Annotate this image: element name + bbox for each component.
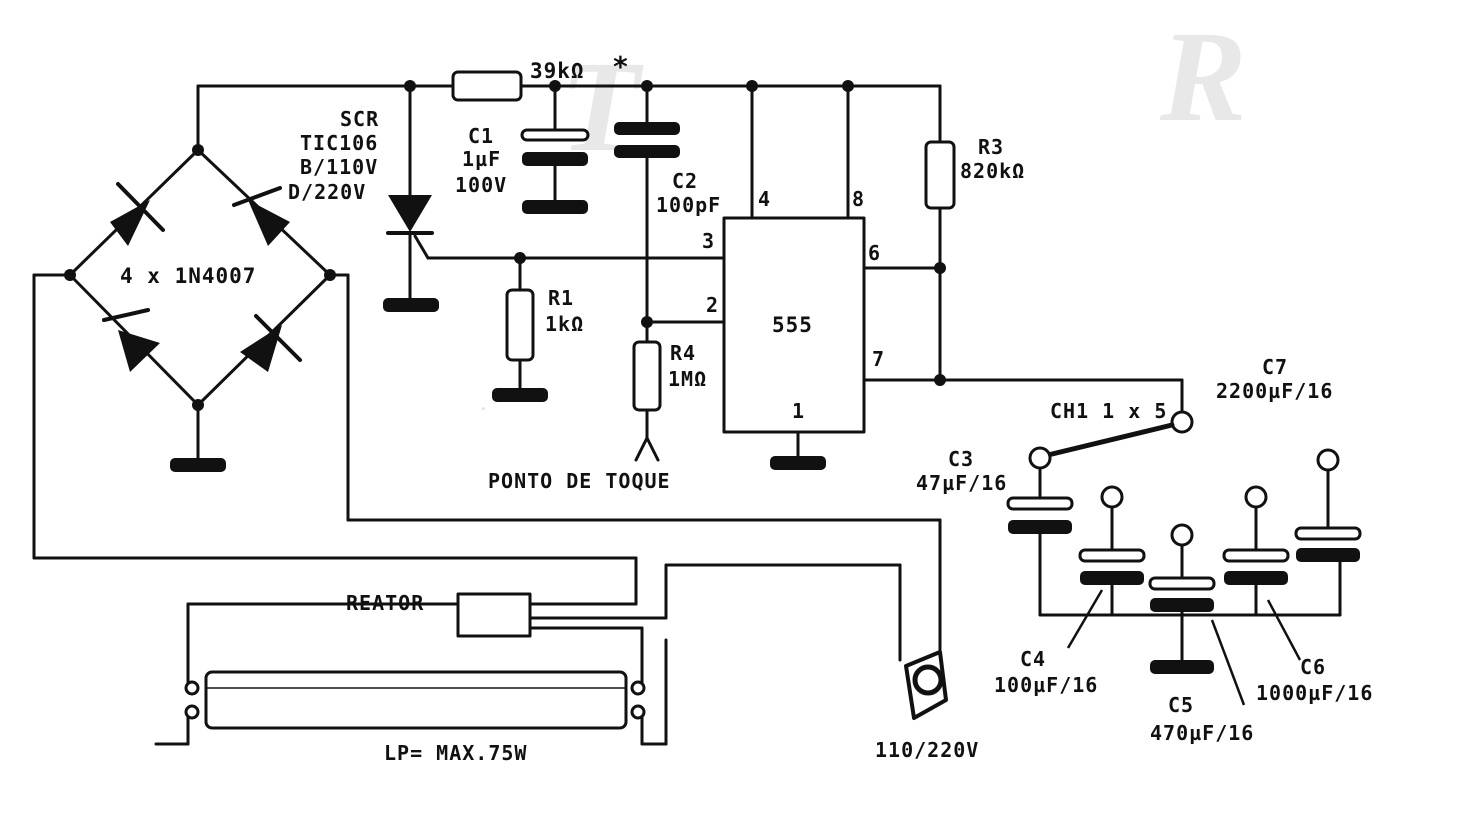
capacitor-c1 — [520, 84, 590, 214]
fluorescent-lamp — [184, 670, 646, 730]
r1-name: R1 — [548, 286, 574, 310]
scr-label-1: SCR — [340, 107, 379, 131]
c4-value: 100µF/16 — [994, 673, 1098, 697]
resistor-r3 — [924, 140, 1184, 414]
plug-label: 110/220V — [875, 738, 979, 762]
ic-pin-4: 4 — [758, 187, 771, 211]
c6-value: 1000µF/16 — [1256, 681, 1373, 705]
bridge-label: 4 x 1N4007 — [120, 264, 256, 288]
switch-label: CH1 1 x 5 — [1050, 399, 1167, 423]
r4-value: 1MΩ — [668, 367, 707, 391]
c2-name: C2 — [672, 169, 698, 193]
ic-name: 555 — [772, 313, 813, 337]
r4-name: R4 — [670, 341, 696, 365]
svg-text:.: . — [480, 389, 487, 416]
ballast-reator — [154, 592, 668, 746]
c5-value: 470µF/16 — [1150, 721, 1254, 745]
resistor-39k — [451, 70, 523, 102]
r1-value: 1kΩ — [545, 312, 584, 336]
ballast-label: REATOR — [346, 591, 424, 615]
resistor-r4 — [632, 316, 726, 462]
rotary-switch-ch1 — [1028, 410, 1194, 470]
capacitor-c2 — [614, 84, 680, 344]
svg-text:R: R — [1159, 5, 1247, 149]
scr-label-3: B/110V — [300, 155, 378, 179]
resistor-r1 — [492, 252, 548, 402]
c1-name: C1 — [468, 124, 494, 148]
c4-name: C4 — [1020, 647, 1046, 671]
scr-label-4: D/220V — [288, 180, 366, 204]
ic-pin-8: 8 — [852, 187, 865, 211]
scr-label-2: TIC106 — [300, 131, 378, 155]
scr-thyristor — [383, 84, 726, 312]
ic-pin-1: 1 — [792, 399, 805, 423]
ic-pin-3: 3 — [702, 229, 715, 253]
resistor-39k-label: 39kΩ — [530, 59, 585, 83]
touch-point-label: PONTO DE TOQUE — [488, 469, 671, 493]
resistor-note: * — [612, 50, 630, 83]
ic-555 — [722, 84, 942, 470]
c1-voltage: 100V — [455, 173, 507, 197]
c2-value: 100pF — [656, 193, 721, 217]
c6-name: C6 — [1300, 655, 1326, 679]
c7-name: C7 — [1262, 355, 1288, 379]
bridge-rectifier — [64, 144, 336, 472]
mains-plug — [904, 650, 948, 720]
mains-wiring — [32, 273, 942, 662]
r3-value: 820kΩ — [960, 159, 1025, 183]
r3-name: R3 — [978, 135, 1004, 159]
c7-value: 2200µF/16 — [1216, 379, 1333, 403]
ic-pin-2: 2 — [706, 293, 719, 317]
capacitor-bank — [1006, 448, 1362, 706]
c3-name: C3 — [948, 447, 974, 471]
ic-pin-7: 7 — [872, 347, 885, 371]
c3-value: 47µF/16 — [916, 471, 1007, 495]
lamp-label: LP= MAX.75W — [384, 741, 527, 765]
c5-name: C5 — [1168, 693, 1194, 717]
c1-value: 1µF — [462, 147, 501, 171]
ic-pin-6: 6 — [868, 241, 881, 265]
